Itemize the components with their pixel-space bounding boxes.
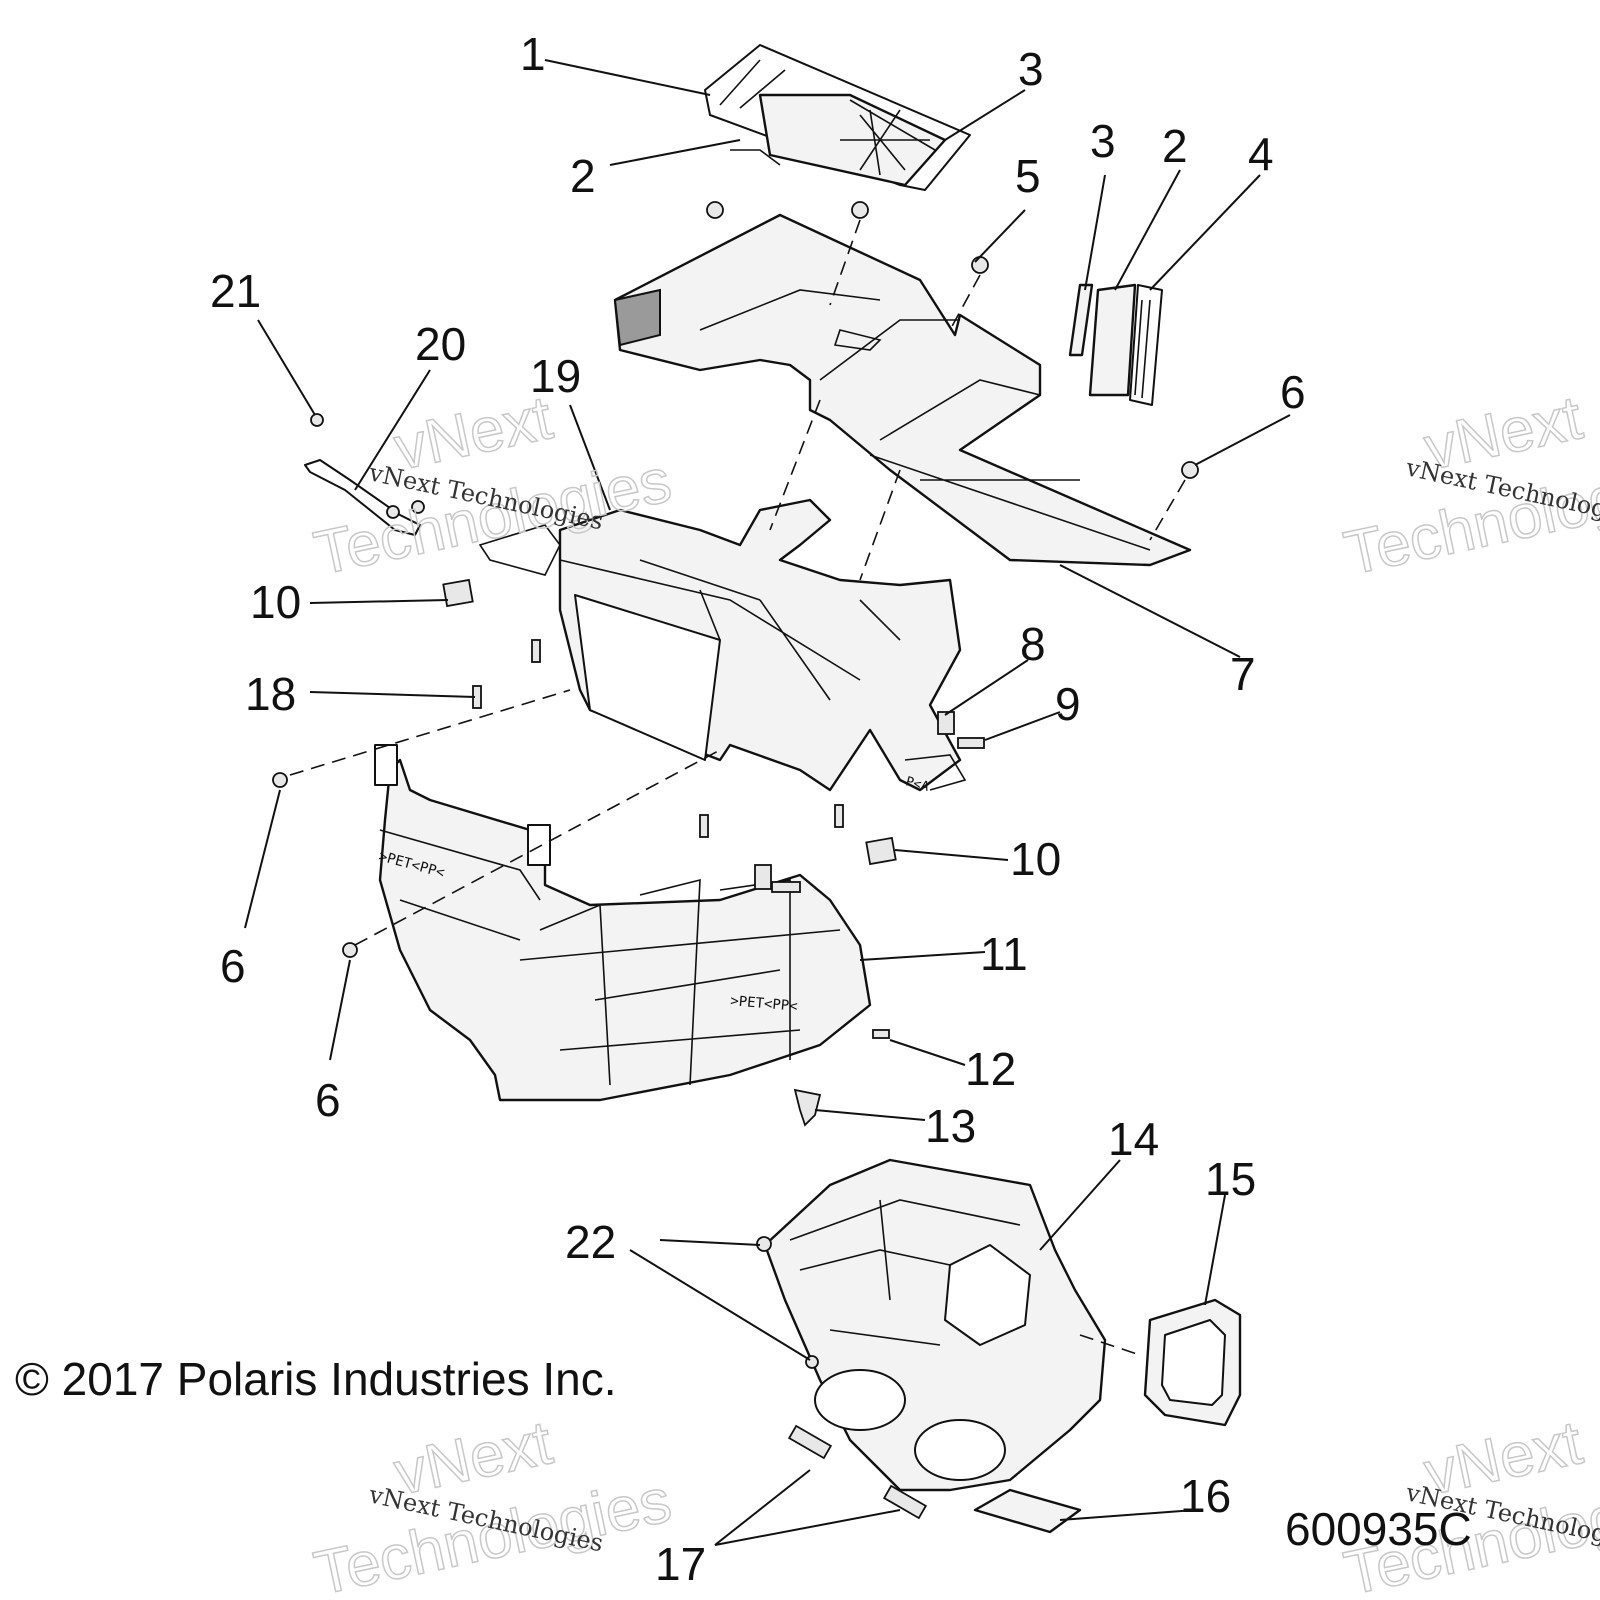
- lower-intake-duct: [374, 744, 872, 1102]
- callout-3b: 3: [1090, 115, 1116, 167]
- callout-3: 3: [1018, 43, 1044, 95]
- callout-2: 2: [570, 150, 596, 202]
- air-box: [763, 1158, 1107, 1492]
- label-pad: [973, 1488, 1082, 1534]
- callout-8: 8: [1020, 618, 1046, 670]
- middle-air-duct: [478, 498, 967, 792]
- callout-10-upper: 10: [250, 576, 301, 628]
- callout-15: 15: [1205, 1153, 1256, 1205]
- duct-marking-2: >PET<PP<: [730, 993, 799, 1015]
- leader-lines: [244, 59, 1291, 1546]
- side-strip-set: [1068, 283, 1163, 406]
- bracket-marking: P<A: [904, 774, 931, 795]
- callout-labels: 1 2 3 3 2 4 5 21 20 19 6 10 7 8 18 9 6 1…: [210, 28, 1306, 1590]
- fastener-set: [272, 201, 1199, 1520]
- callout-9: 9: [1055, 678, 1081, 730]
- copyright-notice: © 2017 Polaris Industries Inc.: [15, 1353, 617, 1405]
- callout-17: 17: [655, 1538, 706, 1590]
- callout-10-lower: 10: [1010, 833, 1061, 885]
- top-grille-frame: [704, 44, 971, 191]
- callout-14: 14: [1108, 1113, 1159, 1165]
- drawing-number: 600935C: [1285, 1503, 1472, 1555]
- callout-6-left: 6: [220, 940, 246, 992]
- callout-7: 7: [1230, 648, 1256, 700]
- callout-6-right: 6: [1280, 366, 1306, 418]
- callout-11: 11: [980, 928, 1028, 980]
- upper-shroud: [613, 213, 1192, 567]
- alignment-lines: [289, 219, 1186, 1356]
- callout-1: 1: [520, 28, 546, 80]
- callout-19: 19: [530, 350, 581, 402]
- callout-20: 20: [415, 318, 466, 370]
- callout-6-lower: 6: [315, 1074, 341, 1126]
- gasket-ring: [1143, 1298, 1242, 1427]
- callout-13: 13: [925, 1100, 976, 1152]
- callout-22: 22: [565, 1216, 616, 1268]
- callout-18: 18: [245, 668, 296, 720]
- callout-2b: 2: [1162, 120, 1188, 172]
- callout-12: 12: [965, 1043, 1016, 1095]
- callout-5: 5: [1015, 150, 1041, 202]
- callout-21: 21: [210, 265, 261, 317]
- callout-16: 16: [1180, 1470, 1231, 1522]
- callout-4: 4: [1248, 128, 1274, 180]
